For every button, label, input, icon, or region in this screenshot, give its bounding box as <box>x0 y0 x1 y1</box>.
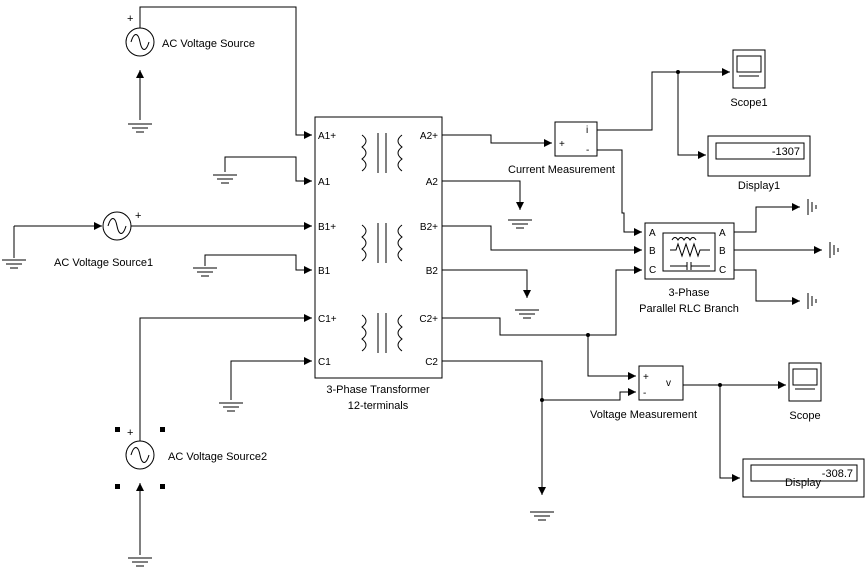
display1-value: -1307 <box>772 146 800 158</box>
port-c1: C1 <box>318 357 331 368</box>
transformer-label-line2: 12-terminals <box>348 400 409 412</box>
rlc-label-line2: Parallel RLC Branch <box>639 303 739 315</box>
ac-voltage-source1-label: AC Voltage Source1 <box>54 257 153 269</box>
port-a2: A2 <box>426 177 439 188</box>
display1[interactable]: -1307 <box>707 135 811 177</box>
display[interactable]: -308.7 <box>742 458 865 498</box>
rlc-port-a-in: A <box>649 228 656 239</box>
scope-label: Scope <box>789 410 820 422</box>
rlc-port-b-in: B <box>649 246 656 257</box>
scope1[interactable] <box>732 49 766 89</box>
transformer-coil-icon <box>361 223 403 263</box>
source-plus-sign: + <box>127 13 133 25</box>
ground-icon <box>507 219 533 229</box>
transformer-coil-icon <box>361 133 403 173</box>
scope[interactable] <box>788 362 822 402</box>
ground-icon <box>529 511 555 521</box>
scope1-label: Scope1 <box>730 97 767 109</box>
port-plus: + <box>559 139 565 150</box>
ac-voltage-source2-label: AC Voltage Source2 <box>168 451 267 463</box>
port-minus: - <box>586 145 589 156</box>
selection-handle[interactable] <box>115 427 120 432</box>
ground-icon <box>218 402 244 412</box>
source-plus-sign: + <box>135 210 141 222</box>
current-measurement-label: Current Measurement <box>508 164 615 176</box>
ac-voltage-source1[interactable]: + <box>102 210 141 241</box>
port-i: i <box>586 125 588 136</box>
ac-voltage-source-label: AC Voltage Source <box>162 38 255 50</box>
port-v: v <box>666 378 671 389</box>
ground-icon <box>807 198 817 216</box>
display-value: -308.7 <box>822 468 853 480</box>
rlc-port-a-out: A <box>719 228 726 239</box>
ground-icon <box>212 174 238 184</box>
transformer-label-line1: 3-Phase Transformer <box>326 384 430 396</box>
three-phase-parallel-rlc-branch[interactable]: A B C A B C <box>644 222 735 280</box>
rlc-port-b-out: B <box>719 246 726 257</box>
ground-icon <box>1 259 27 269</box>
port-a1: A1 <box>318 177 331 188</box>
ground-icon <box>127 557 153 567</box>
port-c2: C2 <box>425 357 438 368</box>
port-b1-plus: B1+ <box>318 222 336 233</box>
current-measurement[interactable]: + i - <box>554 121 598 157</box>
selection-handle[interactable] <box>160 484 165 489</box>
port-minus: - <box>643 388 646 399</box>
three-phase-transformer[interactable]: A1+ A1 B1+ B1 C1+ C1 A2+ A2 B2+ B2 C2+ C… <box>314 116 443 379</box>
voltage-measurement-label: Voltage Measurement <box>590 409 697 421</box>
transformer-coil-icon <box>361 313 403 353</box>
rlc-port-c-out: C <box>719 265 726 276</box>
port-c2-plus: C2+ <box>419 314 438 325</box>
port-b2-plus: B2+ <box>420 222 438 233</box>
port-b1: B1 <box>318 266 331 277</box>
display-label: Display <box>785 477 822 489</box>
rlc-label-line1: 3-Phase <box>669 287 710 299</box>
ground-icon <box>829 241 839 259</box>
port-a2-plus: A2+ <box>420 131 438 142</box>
selection-handle[interactable] <box>160 427 165 432</box>
ground-icon <box>127 123 153 133</box>
ground-icon <box>192 267 218 277</box>
display1-label: Display1 <box>738 180 780 192</box>
rlc-port-c-in: C <box>649 265 656 276</box>
source-plus-sign: + <box>127 427 133 439</box>
ground-icon <box>807 292 817 310</box>
voltage-measurement[interactable]: + - v <box>638 365 684 401</box>
selection-handle[interactable] <box>115 484 120 489</box>
rlc-icon <box>662 232 716 272</box>
port-c1-plus: C1+ <box>318 314 337 325</box>
port-a1-plus: A1+ <box>318 131 336 142</box>
ground-icon <box>514 309 540 319</box>
port-plus: + <box>643 372 649 383</box>
port-b2: B2 <box>426 266 439 277</box>
